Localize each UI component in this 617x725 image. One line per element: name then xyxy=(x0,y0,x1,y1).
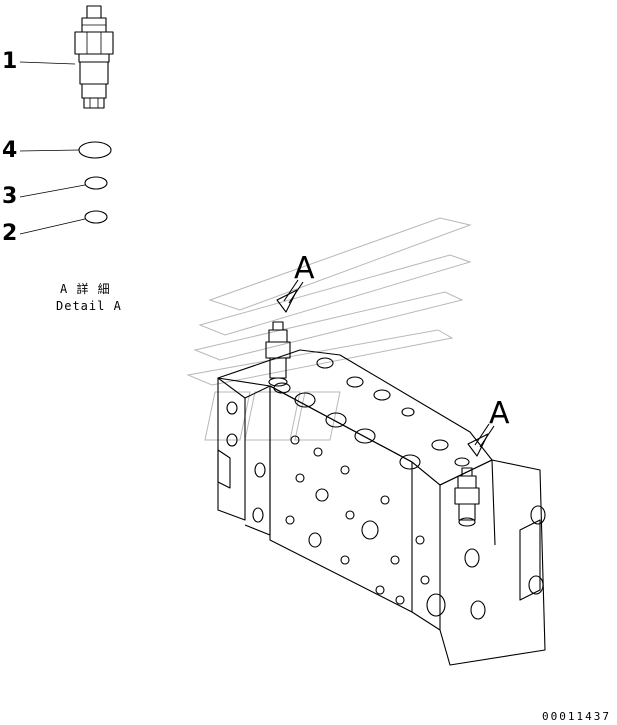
detail-caption-english: Detail A xyxy=(56,299,122,313)
relief-valve-part-1 xyxy=(74,5,114,109)
mounted-valve-left xyxy=(265,279,304,387)
watermark-logo xyxy=(186,217,472,441)
callout-number-2: 2 xyxy=(2,221,18,246)
leader-lines xyxy=(19,61,86,235)
mounted-valve-right xyxy=(454,423,495,527)
drawing-number: 00011437 xyxy=(542,710,611,723)
detail-caption-japanese: A 詳 細 xyxy=(60,282,111,296)
backup-ring-part-3 xyxy=(84,176,108,190)
o-ring-part-2 xyxy=(84,210,108,224)
callout-number-4: 4 xyxy=(2,138,18,163)
o-ring-part-4 xyxy=(78,141,112,159)
view-mark-a-right: A xyxy=(489,396,510,431)
control-valve-assembly xyxy=(217,349,546,666)
view-mark-a-left: A xyxy=(294,251,315,286)
callout-number-3: 3 xyxy=(2,184,18,209)
callout-number-1: 1 xyxy=(2,49,18,74)
